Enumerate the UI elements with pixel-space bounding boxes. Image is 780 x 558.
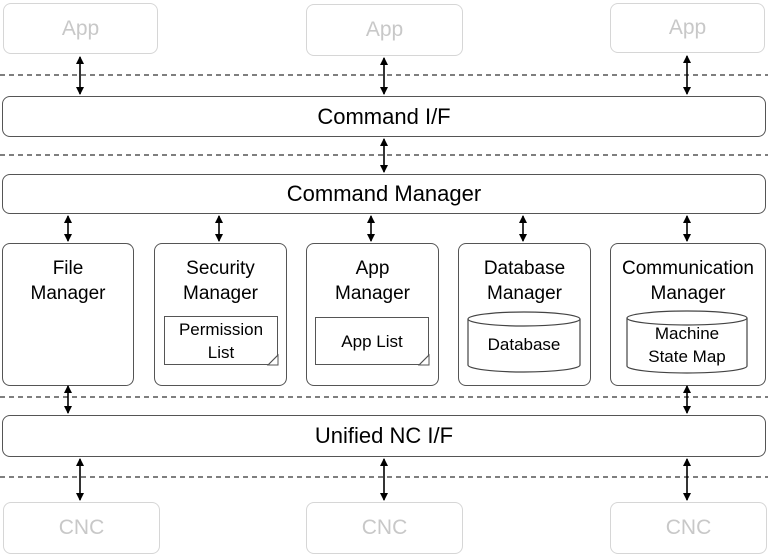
note-line: Permission xyxy=(178,319,264,339)
app-box-3: App xyxy=(610,3,765,53)
module-title-line: App xyxy=(355,258,390,279)
module-title-line: File xyxy=(52,258,84,279)
module-title-line: Communication xyxy=(622,258,754,279)
command-if-bar: Command I/F xyxy=(2,96,766,137)
module-title-line: Database xyxy=(483,258,566,279)
module-title-line: Manager xyxy=(335,283,410,304)
permission-list-note: Permission List xyxy=(164,316,278,365)
cnc-box-2: CNC xyxy=(306,502,463,554)
app-label: App xyxy=(61,16,100,40)
app-label: App xyxy=(365,18,404,41)
cnc-label: CNC xyxy=(361,516,408,539)
module-title-line: Security xyxy=(186,258,255,279)
cylinder-line: Database xyxy=(487,335,561,354)
cnc-label: CNC xyxy=(58,516,105,539)
command-if-label: Command I/F xyxy=(317,103,451,129)
cylinder-line: State Map xyxy=(648,347,726,366)
module-title-line: Manager xyxy=(183,283,258,304)
note-line: App List xyxy=(341,331,403,351)
module-title-line: Manager xyxy=(487,283,562,304)
command-manager-bar: Command Manager xyxy=(2,174,766,214)
unified-nc-if-bar: Unified NC I/F xyxy=(2,415,766,457)
module-title-line: Manager xyxy=(30,283,106,304)
file-manager-box: File Manager xyxy=(2,243,134,386)
cylinder-line: Machine xyxy=(654,324,720,343)
module-title-line: Manager xyxy=(650,283,726,304)
app-label: App xyxy=(668,16,707,39)
note-line: List xyxy=(207,342,235,362)
app-box-1: App xyxy=(3,3,158,54)
app-list-note: App List xyxy=(315,317,429,365)
cnc-label: CNC xyxy=(665,516,712,539)
app-box-2: App xyxy=(306,4,463,56)
command-manager-label: Command Manager xyxy=(286,181,482,206)
cnc-box-1: CNC xyxy=(3,502,160,554)
database-cylinder-label: Database xyxy=(468,333,580,356)
unified-nc-if-label: Unified NC I/F xyxy=(314,423,454,448)
database-manager-box: Database Manager xyxy=(458,243,591,386)
machine-state-map-label: Machine State Map xyxy=(627,322,747,368)
cnc-box-3: CNC xyxy=(610,502,767,554)
